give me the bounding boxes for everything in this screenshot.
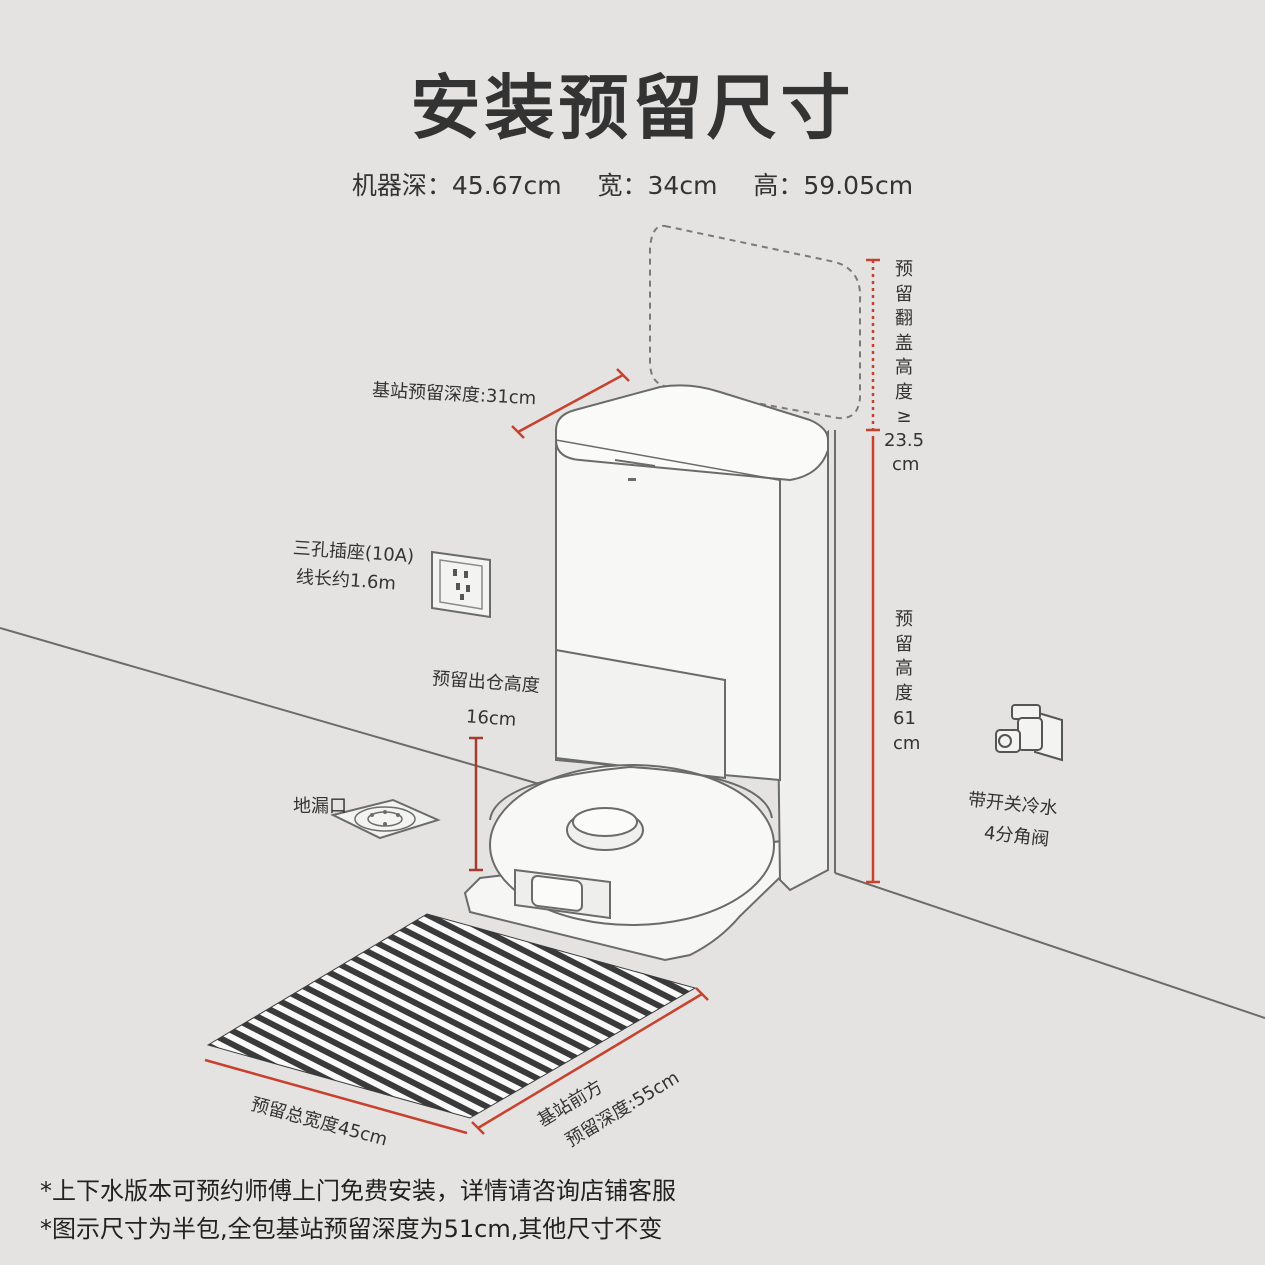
measurement-lines bbox=[204, 258, 880, 1135]
wall-outlet-icon bbox=[431, 550, 491, 619]
angle-valve-icon bbox=[995, 704, 1063, 762]
reserve-height-unit: cm bbox=[893, 733, 921, 754]
floor-drain-icon bbox=[330, 798, 441, 840]
footnote-1: *上下水版本可预约师傅上门免费安装，详情请咨询店铺客服 bbox=[40, 1177, 676, 1205]
exit-height-label-line2: 16cm bbox=[465, 706, 518, 731]
lid-height-value: 23.5 bbox=[884, 430, 925, 451]
lid-height-unit: cm bbox=[892, 454, 920, 475]
robot-sensor bbox=[531, 875, 583, 912]
machine-width: 宽：34cm bbox=[597, 171, 718, 200]
robot-lidar-top bbox=[572, 807, 638, 837]
page-title: 安装预留尺寸 bbox=[410, 67, 855, 149]
footnotes: *上下水版本可预约师傅上门免费安装，详情请咨询店铺客服 *图示尺寸为半包,全包基… bbox=[40, 1172, 676, 1248]
lid-handle bbox=[614, 459, 656, 467]
station-lid bbox=[555, 384, 829, 482]
room-outline bbox=[0, 430, 1265, 1019]
robot-vacuum-rim bbox=[489, 765, 773, 821]
reserve-height-value: 61 bbox=[893, 708, 916, 729]
reserved-floor-area bbox=[206, 913, 697, 1119]
floor-drain-label: 地漏口 bbox=[293, 796, 347, 817]
lid-seam bbox=[555, 439, 781, 481]
lid-height-label: 预留翻盖高度≥ bbox=[895, 259, 913, 427]
station-side bbox=[773, 429, 829, 892]
machine-height: 高：59.05cm bbox=[753, 171, 914, 200]
water-tank-panel bbox=[555, 648, 726, 780]
machine-dimensions: 机器深：45.67cm 宽：34cm 高：59.05cm bbox=[0, 166, 1265, 202]
reserve-height-label: 预留高度 bbox=[895, 609, 913, 704]
machine-depth: 机器深：45.67cm bbox=[351, 171, 562, 200]
open-lid-outline bbox=[649, 224, 862, 420]
footnote-2: *图示尺寸为半包,全包基站预留深度为51cm,其他尺寸不变 bbox=[40, 1215, 663, 1243]
lid-indicator bbox=[628, 478, 636, 481]
